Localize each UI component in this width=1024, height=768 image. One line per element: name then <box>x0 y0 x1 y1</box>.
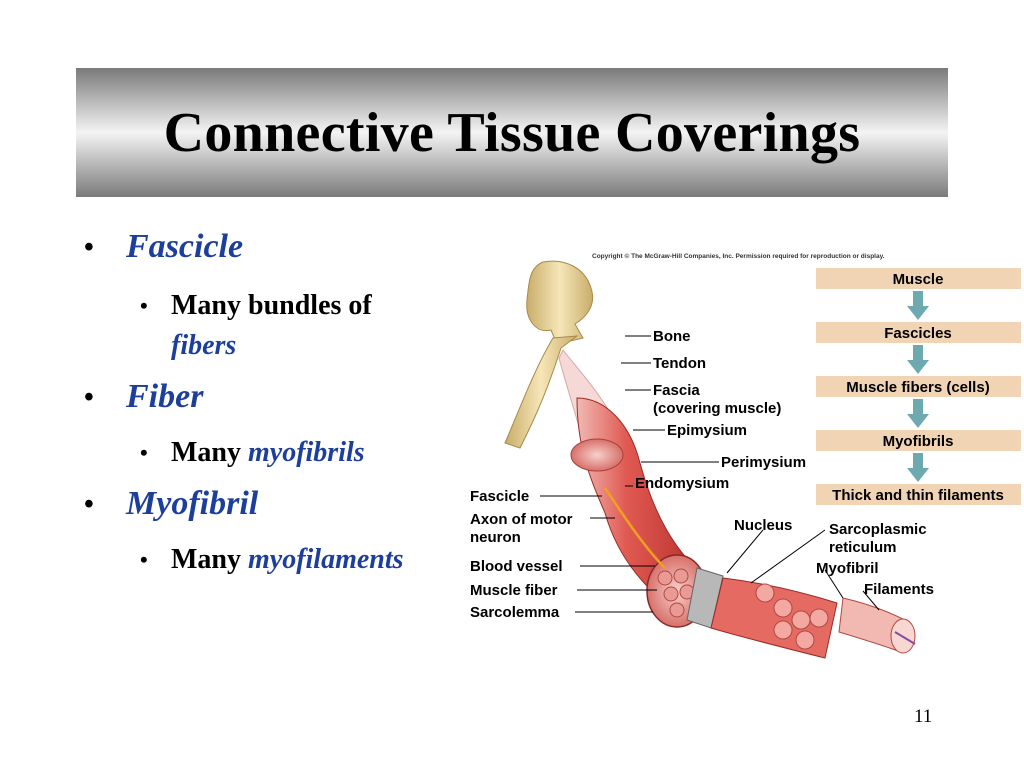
flow-arrow-icon <box>907 453 929 482</box>
muscle-structure-figure: Copyright © The McGraw-Hill Companies, I… <box>470 252 1021 659</box>
bullet-term: Fascicle <box>126 228 244 265</box>
sub-bullet-prefix: Many bundles of <box>171 290 372 321</box>
flow-label-filaments: Thick and thin filaments <box>832 487 1004 504</box>
label-blood-vessel: Blood vessel <box>470 558 563 575</box>
sub-bullet-emphasis: fibers <box>171 330 237 361</box>
label-bone: Bone <box>653 328 691 345</box>
flow-box-filaments <box>816 484 1021 505</box>
label-axon-line1: Axon of motor <box>470 511 573 528</box>
sub-bullet-prefix: Many <box>171 544 241 575</box>
label-nucleus: Nucleus <box>734 517 792 534</box>
label-myofibril: Myofibril <box>816 560 879 577</box>
label-muscle-fiber: Muscle fiber <box>470 582 558 599</box>
label-fascicle: Fascicle <box>470 488 529 505</box>
page-number: 11 <box>914 706 933 727</box>
bullet-dot: • <box>84 489 94 520</box>
label-epimysium: Epimysium <box>667 422 747 439</box>
copyright-notice: Copyright © The McGraw-Hill Companies, I… <box>592 252 885 260</box>
bullet-term: Myofibril <box>126 485 259 522</box>
flow-arrow-icon <box>907 399 929 428</box>
bone-illustration <box>504 260 593 449</box>
bullet-dot: • <box>84 232 94 263</box>
flow-label-fascicles: Fascicles <box>884 325 952 342</box>
label-sarcoplasmic-line2: reticulum <box>829 539 897 556</box>
flow-box-muscle-fibers <box>816 376 1021 397</box>
flow-label-muscle-fibers: Muscle fibers (cells) <box>846 379 989 396</box>
flow-arrow-icon <box>907 345 929 374</box>
sub-bullet-dot: • <box>140 440 148 465</box>
sub-bullet-text: Many bundles of fibers <box>171 286 372 366</box>
label-filaments: Filaments <box>864 581 934 598</box>
flow-box-muscle <box>816 268 1021 289</box>
bullet-dot: • <box>84 382 94 413</box>
flow-arrow-icon <box>907 291 929 320</box>
label-sarcoplasmic-line1: Sarcoplasmic <box>829 521 927 538</box>
sub-bullet-emphasis: myofibrils <box>248 437 365 468</box>
flow-box-myofibrils <box>816 430 1021 451</box>
sub-bullet-dot: • <box>140 293 148 318</box>
label-sarcolemma: Sarcolemma <box>470 604 560 621</box>
sub-bullet-text: Many myofibrils <box>171 433 365 473</box>
label-fascia-line2: (covering muscle) <box>653 400 781 417</box>
label-perimysium: Perimysium <box>721 454 806 471</box>
sub-bullet-emphasis: myofilaments <box>248 544 404 575</box>
sub-bullet-prefix: Many <box>171 437 241 468</box>
flow-box-fascicles <box>816 322 1021 343</box>
muscle-illustration <box>570 397 916 659</box>
sub-bullet-dot: • <box>140 547 148 572</box>
flow-label-myofibrils: Myofibrils <box>883 433 954 450</box>
hierarchy-flow: Muscle Fascicles Muscle fibers (cells) M… <box>816 268 1021 505</box>
slide-title: Connective Tissue Coverings <box>163 101 861 164</box>
bullet-term: Fiber <box>126 378 204 415</box>
label-axon-line2: neuron <box>470 529 521 546</box>
flow-label-muscle: Muscle <box>893 271 944 288</box>
sub-bullet-text: Many myofilaments <box>171 540 404 580</box>
label-leader-lines <box>540 335 880 613</box>
title-bar: Connective Tissue Coverings <box>76 68 948 197</box>
label-fascia-line1: Fascia <box>653 382 700 399</box>
label-endomysium: Endomysium <box>635 475 729 492</box>
label-tendon: Tendon <box>653 355 706 372</box>
